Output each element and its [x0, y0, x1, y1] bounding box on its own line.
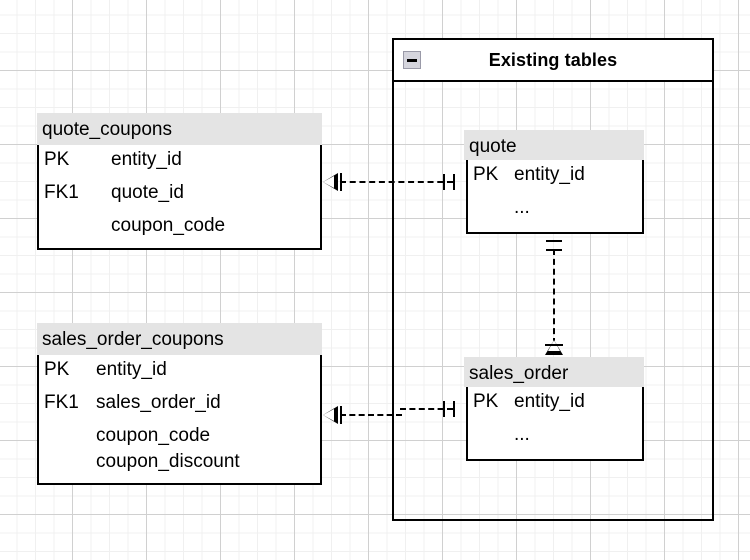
cardinality-tick-one-inner: [453, 174, 455, 190]
cardinality-tick-one-outer: [443, 401, 445, 417]
entity-body: PK entity_id ...: [468, 162, 642, 228]
cardinality-tick-one-outer: [546, 240, 562, 242]
entity-title-sales-order-coupons: sales_order_coupons: [37, 323, 322, 355]
entity-row: FK1 sales_order_id: [39, 390, 320, 423]
row-attribute: coupon_code: [111, 215, 226, 236]
entity-row: coupon_code: [39, 213, 320, 246]
entity-row: PK entity_id: [39, 147, 320, 180]
row-key: PK: [473, 391, 499, 412]
row-key: FK1: [44, 392, 79, 413]
entity-row: coupon_code: [39, 423, 320, 449]
relationship-line: [400, 408, 453, 410]
entity-row: coupon_discount: [39, 449, 320, 475]
entity-row: PK entity_id: [468, 389, 642, 422]
crow-foot-inner-mask: [323, 409, 334, 421]
row-attribute: ...: [514, 424, 530, 445]
entity-row: ...: [468, 195, 642, 228]
entity-row: ...: [468, 422, 642, 455]
row-attribute: entity_id: [96, 359, 167, 380]
entity-row: PK entity_id: [39, 357, 320, 390]
row-key: PK: [473, 164, 499, 185]
cardinality-tick-one-inner: [453, 401, 455, 417]
entity-body: PK entity_id ...: [468, 389, 642, 455]
cardinality-tick-one-inner: [546, 249, 562, 251]
row-key: PK: [44, 149, 70, 170]
minus-box-icon[interactable]: [403, 51, 421, 69]
entity-title-sales-order: sales_order: [464, 357, 644, 387]
row-key: PK: [44, 359, 70, 380]
row-attribute: entity_id: [514, 391, 585, 412]
entity-row: FK1 quote_id: [39, 180, 320, 213]
relationship-line: [340, 414, 402, 416]
row-attribute: quote_id: [111, 182, 184, 203]
group-existing-tables[interactable]: Existing tables: [392, 38, 714, 521]
relationship-line: [553, 249, 555, 344]
row-attribute: entity_id: [111, 149, 182, 170]
row-attribute: entity_id: [514, 164, 585, 185]
cardinality-tick-mandatory: [340, 406, 342, 424]
row-attribute: sales_order_id: [96, 392, 221, 413]
entity-row: PK entity_id: [468, 162, 642, 195]
row-attribute: coupon_discount: [96, 451, 240, 472]
entity-body: PK entity_id FK1 quote_id coupon_code: [39, 147, 320, 246]
cardinality-tick-mandatory: [340, 173, 342, 191]
group-title: Existing tables: [488, 49, 618, 70]
row-attribute: coupon_code: [96, 425, 211, 446]
crow-foot-inner-mask: [323, 176, 334, 188]
row-attribute: ...: [514, 197, 530, 218]
entity-title-quote: quote: [464, 130, 644, 160]
cardinality-tick-one-outer: [443, 174, 445, 190]
cardinality-tick-mandatory: [545, 344, 563, 346]
minus-glyph: [407, 58, 417, 62]
entity-title-quote-coupons: quote_coupons: [37, 113, 322, 145]
group-header: Existing tables: [394, 40, 712, 82]
row-key: FK1: [44, 182, 79, 203]
relationship-line: [340, 181, 453, 183]
entity-body: PK entity_id FK1 sales_order_id coupon_c…: [39, 357, 320, 475]
